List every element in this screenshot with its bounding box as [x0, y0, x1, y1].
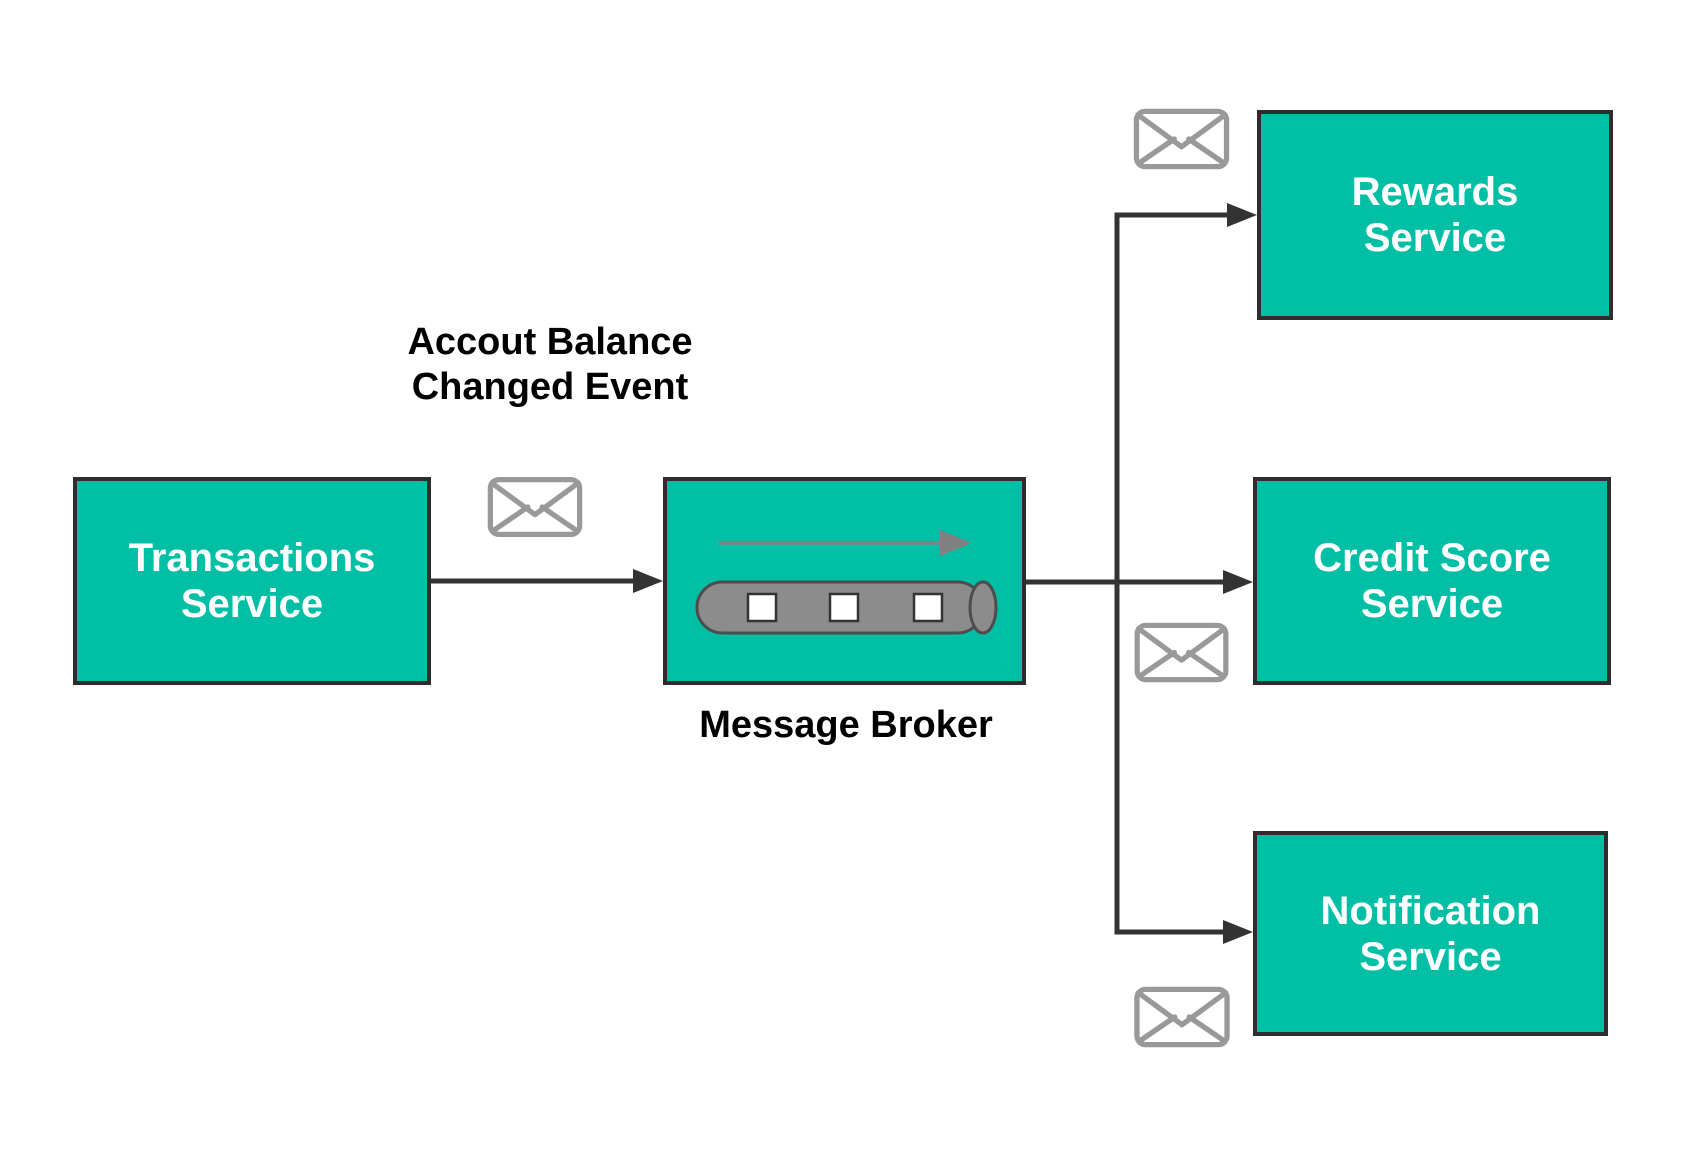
arrow-transactions-to-broker [431, 569, 663, 593]
node-credit-score-service: Credit Score Service [1253, 477, 1611, 685]
node-label: Notification Service [1320, 888, 1541, 979]
broker-label: Message Broker [699, 704, 993, 746]
event-label: Accout Balance Changed Event [407, 321, 693, 408]
arrow-broker-to-notification [1114, 582, 1253, 944]
node-label: Transactions Service [128, 536, 376, 626]
node-transactions-service: Transactions Service [73, 477, 431, 685]
envelope-icon [1137, 625, 1226, 679]
node-message-broker [663, 477, 1026, 685]
node-label: Credit Score Service [1313, 536, 1551, 626]
node-notification-service: Notification Service [1253, 831, 1608, 1036]
envelope-icon [490, 480, 579, 535]
arrow-broker-to-rewards [1114, 203, 1257, 582]
node-rewards-service: Rewards Service [1257, 110, 1613, 320]
arrow-broker-to-credit-score [1026, 570, 1253, 594]
envelope-icon [1136, 111, 1226, 166]
node-label: Rewards Service [1351, 170, 1519, 260]
envelope-icon [1137, 989, 1227, 1044]
